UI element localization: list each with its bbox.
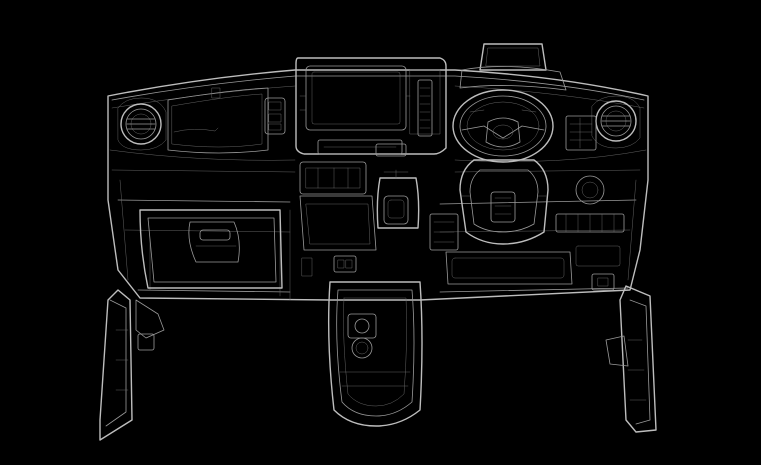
right-air-vent [591,95,641,149]
right-side-frame [591,273,657,433]
center-lower-cubby [299,195,377,277]
left-air-vent [117,97,167,151]
instrument-cluster-hood [459,43,567,91]
driver-switch-panel [555,115,625,267]
center-console [327,281,423,427]
gear-shifter [376,169,420,229]
glovebox [139,209,283,289]
dashboard-body [107,69,649,301]
screen-button-column [417,79,433,137]
steering-column [459,159,549,245]
steering-wheel [452,89,554,163]
left-side-frame [99,289,165,441]
passenger-dash-panel [167,87,269,154]
center-side-switches [264,97,286,135]
climate-control-panel [299,139,407,195]
infotainment-screen [295,57,447,155]
driver-lower-tray [429,213,573,285]
